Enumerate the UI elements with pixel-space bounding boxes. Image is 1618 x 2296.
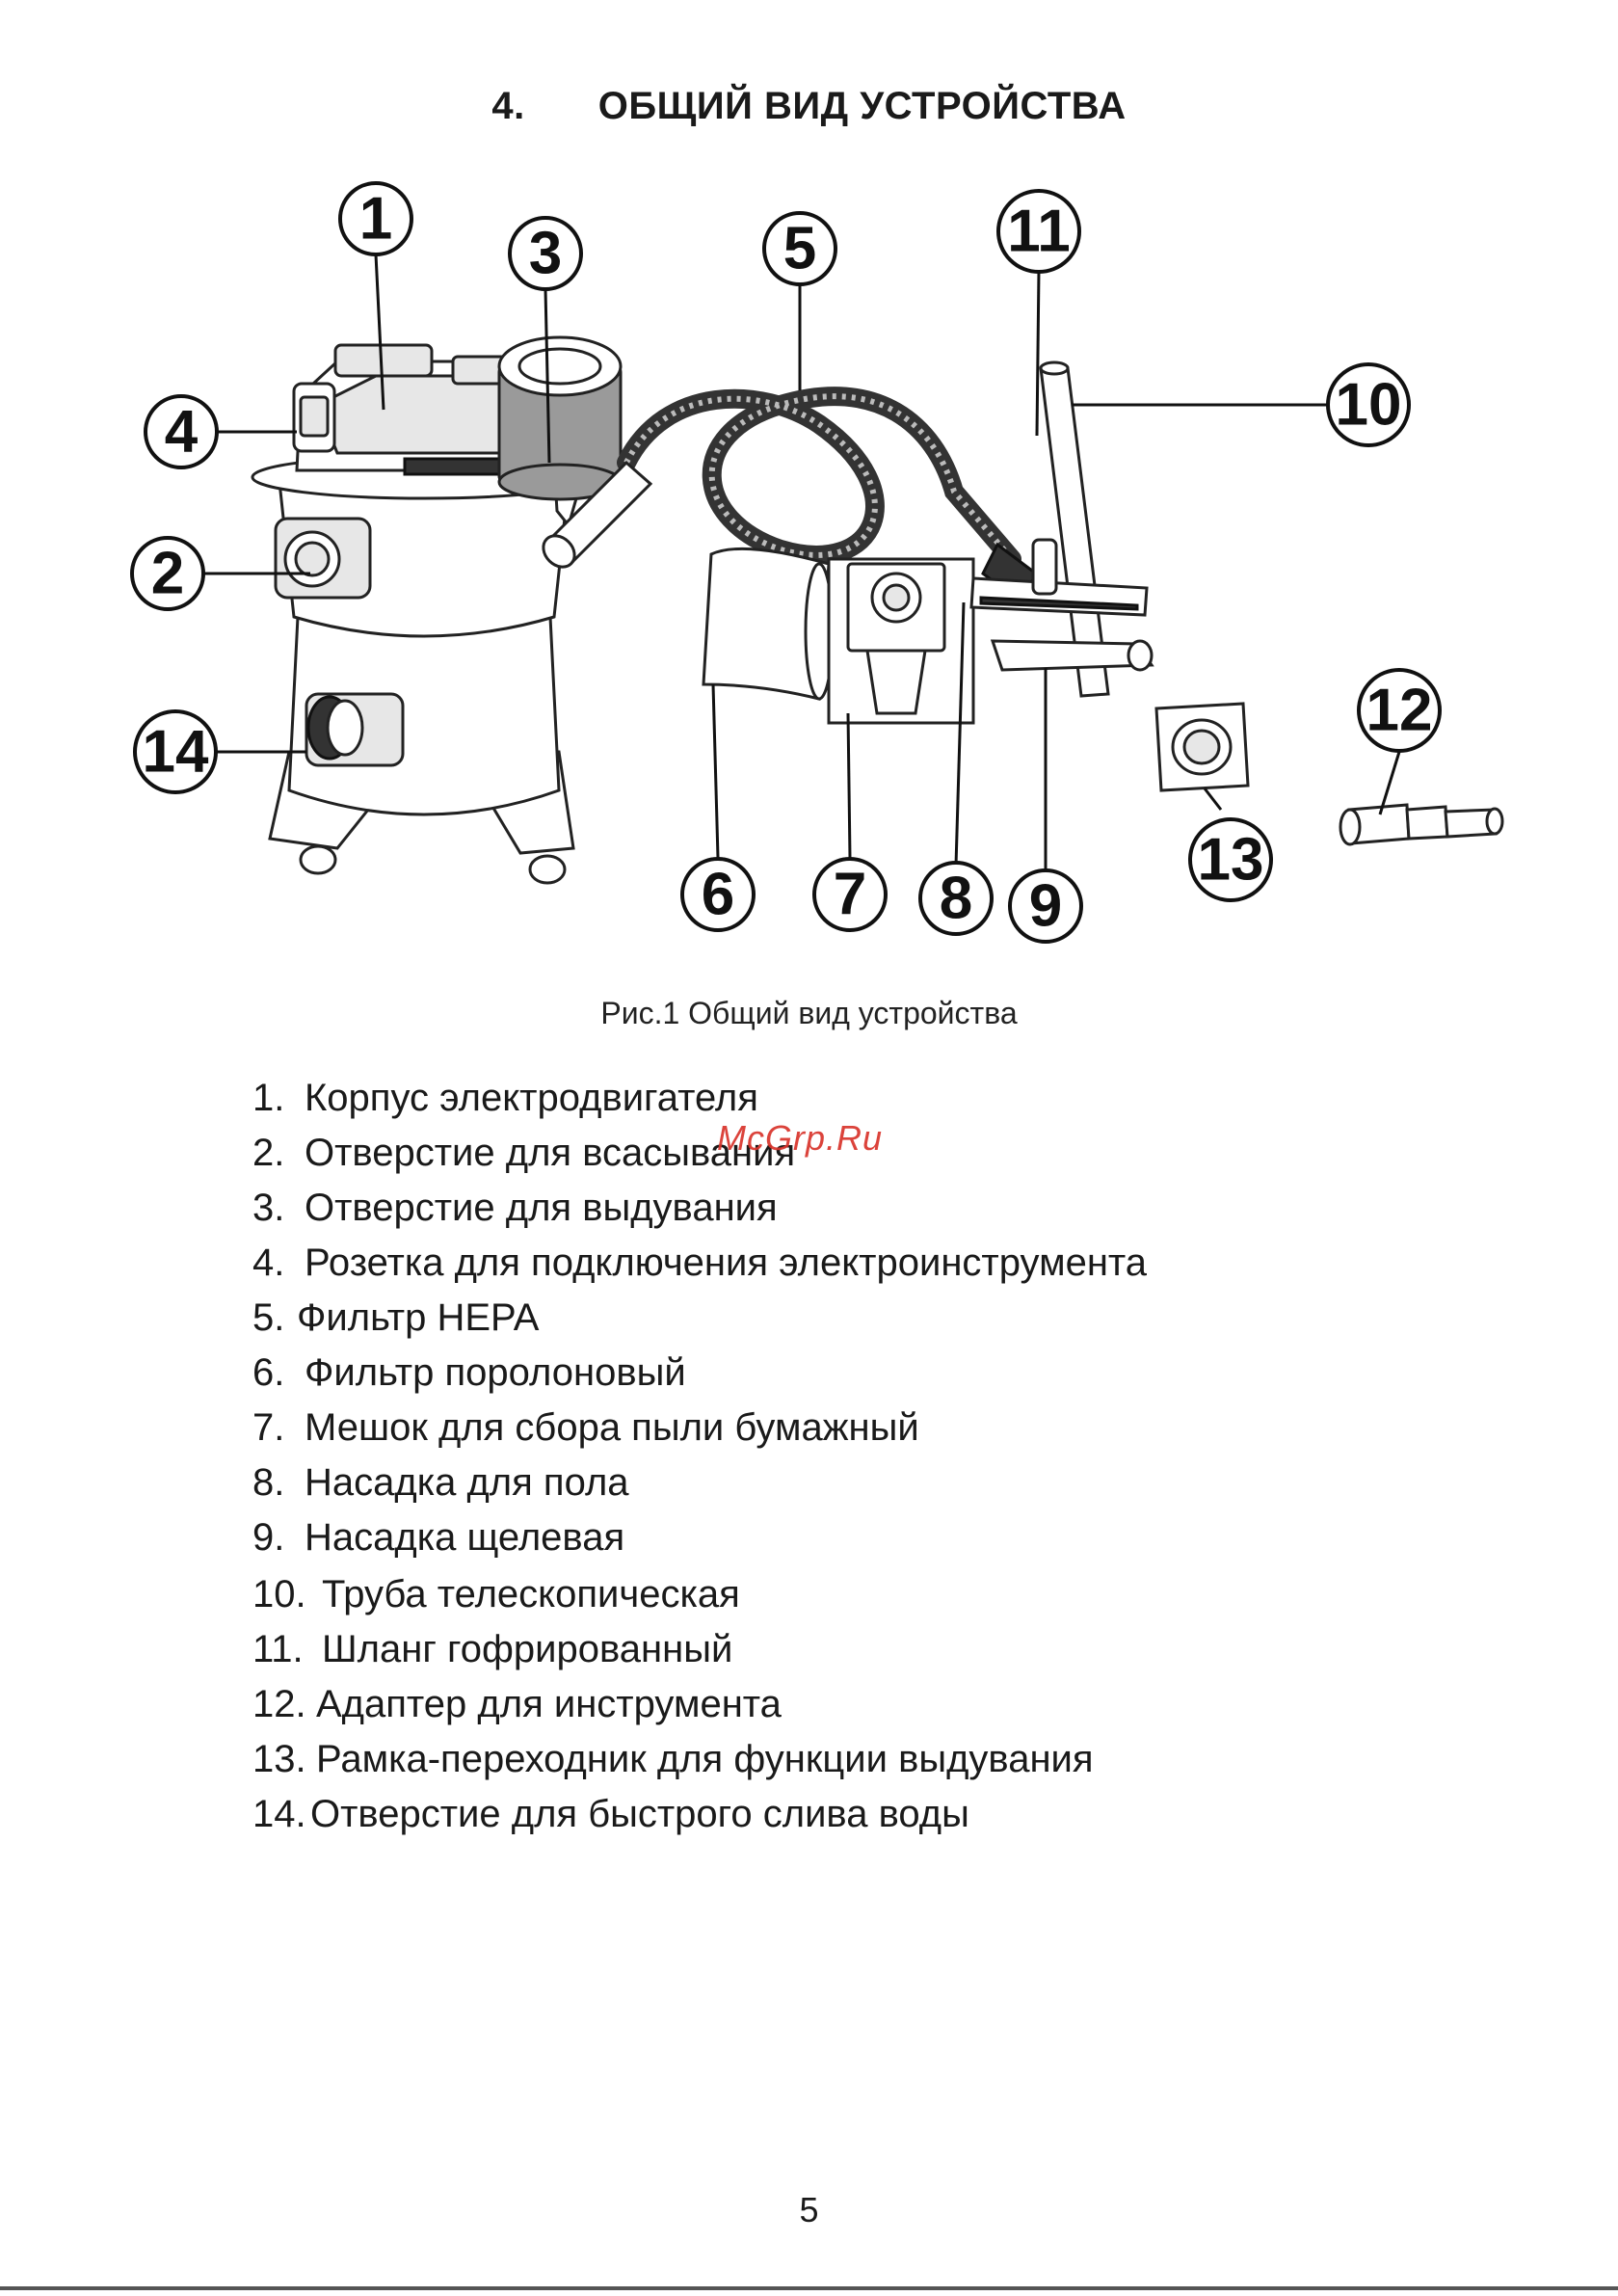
callout-11: 11 <box>996 189 1081 274</box>
list-item: 3.Отверстие для выдувания <box>252 1187 778 1229</box>
list-item: 8.Насадка для пола <box>252 1461 629 1504</box>
callout-10: 10 <box>1326 362 1411 447</box>
callout-9-label: 9 <box>1029 873 1062 940</box>
callout-14-label: 14 <box>143 719 209 786</box>
callout-3: 3 <box>508 216 583 291</box>
callout-8-label: 8 <box>940 866 972 932</box>
callout-2: 2 <box>130 536 205 611</box>
bottom-divider <box>0 2286 1618 2290</box>
device-diagram: 1 3 4 2 14 5 11 10 <box>87 174 1552 945</box>
callout-7: 7 <box>812 857 888 932</box>
callout-12-label: 12 <box>1366 678 1433 744</box>
frame-adapter <box>1154 702 1250 792</box>
page-number: 5 <box>799 2190 819 2229</box>
tool-adapter <box>1339 803 1504 846</box>
callout-3-label: 3 <box>529 221 562 287</box>
section-heading: 4. ОБЩИЙ ВИД УСТРОЙСТВА <box>0 85 1618 128</box>
callout-6: 6 <box>680 857 756 932</box>
callout-10-label: 10 <box>1336 372 1402 439</box>
list-item: 11.Шланг гофрированный <box>252 1628 733 1670</box>
callout-4: 4 <box>144 394 219 469</box>
list-item: 7.Мешок для сбора пыли бумажный <box>252 1406 919 1449</box>
callout-8: 8 <box>918 861 994 936</box>
list-item: 6.Фильтр поролоновый <box>252 1351 686 1394</box>
crevice-nozzle <box>990 639 1154 672</box>
callout-2-label: 2 <box>151 541 184 607</box>
corrugated-hose <box>542 387 1038 605</box>
callout-5-label: 5 <box>783 216 816 282</box>
foam-filter <box>702 547 835 701</box>
list-item: 2.Отверстие для всасывания <box>252 1132 796 1174</box>
paper-dust-bag <box>827 557 975 725</box>
hepa-filter <box>497 335 623 501</box>
callout-13: 13 <box>1188 817 1273 902</box>
list-item: 14.Отверстие для быстрого слива воды <box>252 1793 969 1835</box>
callout-11-label: 11 <box>1007 199 1071 265</box>
list-item: 5.Фильтр HEPA <box>252 1296 540 1339</box>
callout-12: 12 <box>1357 668 1442 753</box>
figure-caption: Рис.1 Общий вид устройства <box>600 996 1018 1030</box>
callout-5: 5 <box>762 211 837 286</box>
watermark: McGrp.Ru <box>717 1118 884 1158</box>
list-item: 9.Насадка щелевая <box>252 1516 625 1559</box>
list-item: 10.Труба телескопическая <box>252 1573 740 1615</box>
callout-4-label: 4 <box>165 399 199 466</box>
section-title: ОБЩИЙ ВИД УСТРОЙСТВА <box>597 85 1127 127</box>
callout-7-label: 7 <box>834 862 866 928</box>
list-item: 12.Адаптер для инструмента <box>252 1683 782 1725</box>
callout-1: 1 <box>338 181 413 256</box>
callout-14: 14 <box>133 709 218 794</box>
list-item: 4.Розетка для подключения электроинструм… <box>252 1241 1148 1284</box>
callout-1-label: 1 <box>359 186 392 253</box>
callout-13-label: 13 <box>1198 827 1264 894</box>
section-number: 4. <box>491 85 525 127</box>
callout-6-label: 6 <box>702 862 734 928</box>
device-illustration: 1 3 4 2 14 5 11 10 <box>130 181 1504 944</box>
vacuum-body <box>251 343 597 885</box>
list-item: 13.Рамка-переходник для функции выдувани… <box>252 1738 1094 1780</box>
leader-lines <box>202 254 1401 869</box>
list-item: 1.Корпус электродвигателя <box>252 1077 758 1119</box>
callout-9: 9 <box>1008 868 1083 944</box>
floor-nozzle <box>969 538 1149 617</box>
